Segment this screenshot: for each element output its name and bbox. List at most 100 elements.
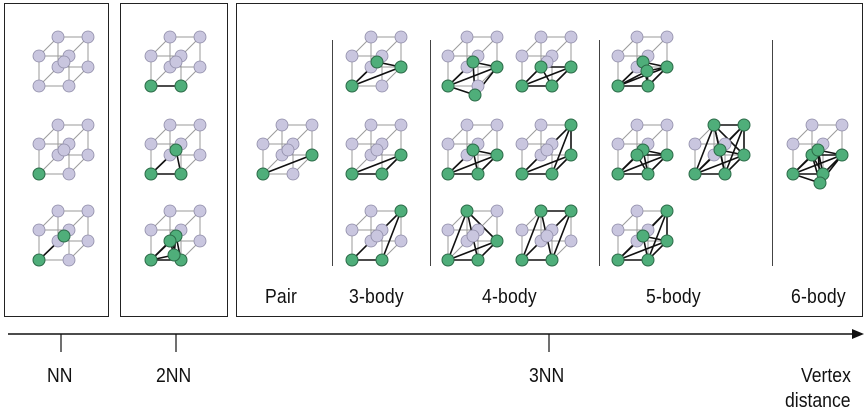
lattice-atom — [630, 30, 644, 44]
cluster-bond — [351, 66, 402, 87]
axis-arrowhead — [852, 329, 864, 339]
lattice-atom — [460, 30, 474, 44]
cluster-bond — [447, 154, 498, 175]
cluster-atom — [641, 79, 655, 93]
lattice-atom — [275, 118, 289, 132]
lattice-atom — [81, 204, 95, 218]
cluster-atom — [545, 167, 559, 181]
lattice-atom — [193, 234, 207, 248]
cluster-atom — [737, 118, 751, 132]
cluster-atom — [660, 234, 674, 248]
lattice-atom — [370, 143, 384, 157]
lattice-atom — [394, 118, 408, 132]
lattice-atom — [375, 79, 389, 93]
cluster-atom — [169, 143, 183, 157]
2nn-pair — [144, 30, 207, 93]
lattice-atom — [441, 223, 455, 237]
cluster-atom — [718, 167, 732, 181]
lattice-atom — [564, 30, 578, 44]
cluster-atom — [441, 167, 455, 181]
cluster-bond — [521, 210, 542, 261]
cluster-bond — [694, 124, 715, 175]
cluster-atom — [611, 79, 625, 93]
cluster-bond — [551, 210, 572, 261]
lattice-atom — [57, 55, 71, 69]
lattice-atom — [540, 229, 554, 243]
cluster-atom — [167, 248, 181, 262]
cluster-atom — [611, 253, 625, 267]
cluster-bond — [447, 240, 498, 261]
axis-end-label-distance: distance — [785, 390, 851, 412]
cluster-atom — [163, 234, 177, 248]
cluster-atom — [394, 204, 408, 218]
nn-panel — [4, 3, 109, 317]
lattice-atom — [144, 49, 158, 63]
lattice-atom — [490, 30, 504, 44]
4body-cluster-3 — [441, 118, 504, 181]
cluster-atom — [660, 60, 674, 74]
cluster-atom — [630, 148, 644, 162]
cluster-bond — [724, 124, 745, 175]
lattice-atom — [51, 30, 65, 44]
lattice-atom — [345, 49, 359, 63]
cluster-atom — [545, 79, 559, 93]
cluster-atom — [641, 167, 655, 181]
lattice-atom — [32, 49, 46, 63]
lattice-atom — [515, 223, 529, 237]
cluster-atom — [490, 234, 504, 248]
lattice-atom — [32, 79, 46, 93]
lattice-atom — [441, 49, 455, 63]
cluster-atom — [813, 176, 827, 190]
cluster-atom — [441, 253, 455, 267]
lattice-atom — [81, 60, 95, 74]
lattice-atom — [51, 118, 65, 132]
lattice-atom — [81, 234, 95, 248]
cluster-atom — [641, 253, 655, 267]
group-label-4body: 4-body — [482, 286, 537, 308]
cluster-atom — [660, 148, 674, 162]
lattice-atom — [51, 204, 65, 218]
cluster-bond — [447, 210, 468, 261]
2nn-triplet — [144, 118, 207, 181]
cluster-bond — [351, 154, 402, 175]
lattice-atom — [490, 118, 504, 132]
cluster-atom — [564, 204, 578, 218]
divider-3body-4body — [430, 40, 431, 266]
lattice-atom — [786, 137, 800, 151]
lattice-atom — [370, 229, 384, 243]
lattice-atom — [193, 204, 207, 218]
lattice-atom — [345, 137, 359, 151]
2nn-quadruplet — [144, 204, 207, 267]
lattice-atom — [163, 30, 177, 44]
lattice-atom — [163, 118, 177, 132]
cluster-atom — [564, 60, 578, 74]
lattice-atom — [540, 143, 554, 157]
axis-end-label-vertex: Vertex — [801, 365, 851, 387]
lattice-atom — [32, 137, 46, 151]
cluster-atom — [174, 79, 188, 93]
lattice-atom — [534, 30, 548, 44]
cluster-atom — [345, 79, 359, 93]
cluster-atom — [534, 204, 548, 218]
cluster-atom — [375, 253, 389, 267]
lattice-atom — [515, 49, 529, 63]
cluster-atom — [515, 167, 529, 181]
lattice-atom — [57, 143, 71, 157]
cluster-atom — [786, 167, 800, 181]
lattice-atom — [611, 223, 625, 237]
group-label-pair: Pair — [265, 286, 298, 308]
cluster-atom — [345, 167, 359, 181]
cluster-atom — [515, 79, 529, 93]
cluster-atom — [305, 148, 319, 162]
cluster-atom — [441, 79, 455, 93]
cluster-atom — [256, 167, 270, 181]
lattice-atom — [193, 60, 207, 74]
lattice-atom — [364, 204, 378, 218]
cluster-atom — [640, 64, 654, 78]
lattice-atom — [281, 143, 295, 157]
nn-pair — [32, 204, 95, 267]
cluster-atom — [144, 79, 158, 93]
cluster-atom — [345, 253, 359, 267]
cluster-bond — [617, 66, 668, 87]
lattice-atom — [62, 79, 76, 93]
